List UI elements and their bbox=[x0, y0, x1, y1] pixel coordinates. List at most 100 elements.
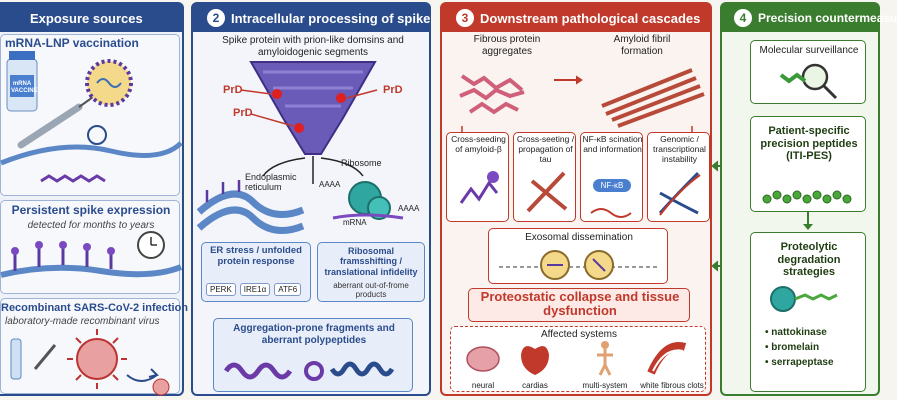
virus-illustration bbox=[10, 329, 170, 396]
poly-a-label-right: AAAA bbox=[398, 204, 420, 213]
er-stress-chips: PERK IRE1α ATF6 bbox=[206, 283, 302, 297]
magnifier-illustration bbox=[779, 63, 838, 100]
persistent-section: Persistent spike expression detected for… bbox=[0, 200, 183, 294]
prd-label-3: PrD bbox=[233, 107, 253, 119]
spike-caption: Spike protein with prion-like domsins an… bbox=[222, 35, 404, 58]
proteolytic-label: Proteolytic degradation strategies bbox=[777, 241, 841, 279]
chip-perk: PERK bbox=[206, 283, 236, 297]
panel-title: Downstream pathological cascades bbox=[480, 10, 701, 26]
heart-icon bbox=[521, 346, 549, 375]
card-title: Genomic / transcriptional instability bbox=[653, 134, 706, 164]
er-stress-box: ER stress / unfolded protein response PE… bbox=[201, 242, 311, 302]
spike-membrane-illustration bbox=[0, 231, 183, 278]
surveillance-label: Molecular surveillance bbox=[759, 45, 859, 56]
chip-ire1a: IRE1α bbox=[239, 283, 271, 297]
mrna-label: mRNA bbox=[343, 218, 367, 227]
enzyme-nattokinase: nattokinase bbox=[771, 327, 827, 338]
persistent-title: Persistent spike expression bbox=[11, 203, 171, 217]
er-ribosome-illustration bbox=[196, 180, 404, 234]
helix-icon bbox=[658, 171, 701, 216]
enzyme-list: • nattokinase • bromelain • serrapeptase bbox=[765, 325, 834, 370]
peptides-label: Patient-specific precision peptides (ITI… bbox=[760, 125, 858, 163]
recombinant-subtitle: laboratory-made recombinant virus bbox=[5, 316, 160, 327]
ribosome-label: Ribosome bbox=[341, 158, 382, 168]
tau-icon bbox=[526, 171, 568, 213]
magnifier-icon bbox=[801, 63, 829, 91]
vaccination-section: mRNA-LNP vaccination mRNA VACCINE bbox=[0, 34, 183, 196]
fragments-illustration bbox=[223, 361, 395, 381]
system-neural: neural bbox=[471, 381, 495, 390]
vial-label: mRNA VACCINE bbox=[11, 81, 38, 94]
enzyme-icon bbox=[770, 286, 796, 312]
card-title: Cross-seeding of amyloid-β bbox=[451, 134, 506, 154]
dna-icon bbox=[590, 208, 632, 218]
exosomal-label: Exosomal dissemination bbox=[525, 232, 633, 243]
panel-downstream: 3 Downstream pathological cascades Fibro… bbox=[440, 2, 712, 396]
organs-illustration bbox=[466, 341, 687, 376]
panel-header: 3 Downstream pathological cascades bbox=[442, 4, 710, 32]
poly-a-label-left: AAAA bbox=[319, 180, 341, 189]
enzyme-bromelain: bromelain bbox=[771, 342, 820, 353]
aggregation-box: Aggregation-prone fragments and aberrant… bbox=[213, 318, 413, 392]
fibrous-label: Fibrous protein aggregates bbox=[473, 34, 541, 57]
peptide-chain-illustration bbox=[762, 190, 852, 204]
vaccination-title: mRNA-LNP vaccination bbox=[5, 36, 139, 50]
amyloid-icon bbox=[459, 171, 499, 204]
prd-label-2: PrD bbox=[383, 84, 403, 96]
er-label: Endoplasmic reticulum bbox=[245, 172, 297, 193]
prd-label-1: PrD bbox=[223, 84, 243, 96]
cascade-cards: Cross-seeding of amyloid-β Cross-seeting… bbox=[446, 132, 710, 222]
arrow-down bbox=[803, 212, 813, 230]
panel-number: 3 bbox=[456, 9, 474, 27]
system-multi: multi-system bbox=[582, 381, 628, 390]
enzyme-item: • serrapeptase bbox=[765, 357, 834, 368]
enzyme-item: • nattokinase bbox=[765, 327, 827, 338]
body-icon bbox=[597, 349, 613, 376]
panel-number: 2 bbox=[207, 9, 225, 27]
ribosomal-title: Ribosomal framsshifting / translational … bbox=[324, 246, 418, 277]
recombinant-section: Recombinant SARS-CoV-2 infection laborat… bbox=[0, 298, 188, 396]
chip-atf6: ATF6 bbox=[274, 283, 302, 297]
affected-systems-box: Affected systems neural cardias multi-sy… bbox=[450, 326, 706, 392]
panel-header: 4 Precision countermeasu bbox=[722, 4, 897, 32]
virus-icon bbox=[76, 338, 118, 380]
enzyme-serrapeptase: serrapeptase bbox=[771, 357, 834, 368]
panel-title: Precision countermeasu bbox=[758, 11, 897, 25]
panel-header: 2 Intracellular processing of spike bbox=[193, 4, 431, 32]
surveillance-box: Molecular surveillance bbox=[750, 40, 866, 104]
ribosomal-subtitle: aberrant out-of-frome products bbox=[333, 281, 409, 300]
ribosomal-box: Ribosomal framsshifting / translational … bbox=[317, 242, 425, 302]
vaccination-illustration bbox=[0, 51, 183, 183]
aggregates-illustration bbox=[459, 68, 705, 134]
card-nfkb: NF-κB scination and information NF-κB bbox=[580, 132, 643, 222]
panel-header: Exposure sources bbox=[0, 4, 182, 32]
panel-number: 4 bbox=[734, 9, 752, 27]
nfkb-badge: NF-κB bbox=[593, 179, 631, 193]
system-clots: white fibrous clots bbox=[640, 381, 704, 390]
card-genomic: Genomic / transcriptional instability bbox=[647, 132, 710, 222]
amyloid-label: Amyloid fibril formation bbox=[613, 34, 671, 57]
peptides-box: Patient-specific precision peptides (ITI… bbox=[750, 116, 866, 212]
panel-title: Intracellular processing of spike bbox=[231, 10, 431, 26]
vessel-icon bbox=[647, 342, 687, 375]
card-cross-seeding-tau: Cross-seeting / propagation of tau bbox=[513, 132, 576, 222]
card-title: NF-κB scination and information bbox=[582, 134, 643, 154]
affected-title: Affected systems bbox=[541, 329, 617, 340]
spike-protein-illustration bbox=[240, 61, 378, 184]
panel-countermeasures: 4 Precision countermeasu Molecular surve… bbox=[720, 2, 897, 396]
collapse-box: Proteostatic collapse and tissue dysfunc… bbox=[468, 288, 690, 322]
brain-icon bbox=[466, 346, 500, 372]
card-title: Cross-seeting / propagation of tau bbox=[516, 134, 575, 164]
enzyme-illustration bbox=[770, 286, 838, 312]
aggregation-title: Aggregation-prone fragments and aberrant… bbox=[233, 323, 395, 346]
system-cardiac: cardias bbox=[522, 381, 548, 390]
panel-intracellular: 2 Intracellular processing of spike Spik… bbox=[191, 2, 431, 396]
collapse-label: Proteostatic collapse and tissue dysfunc… bbox=[480, 289, 680, 319]
exosome-illustration bbox=[499, 250, 659, 280]
card-cross-seeding-amyloid: Cross-seeding of amyloid-β bbox=[446, 132, 509, 222]
proteolytic-box: Proteolytic degradation strategies • nat… bbox=[750, 232, 866, 392]
enzyme-item: • bromelain bbox=[765, 342, 820, 353]
panel-title: Exposure sources bbox=[30, 10, 143, 26]
panel-exposure-sources: Exposure sources mRNA-LNP vaccination mR… bbox=[0, 2, 188, 396]
er-stress-title: ER stress / unfolded protein response bbox=[210, 245, 302, 267]
